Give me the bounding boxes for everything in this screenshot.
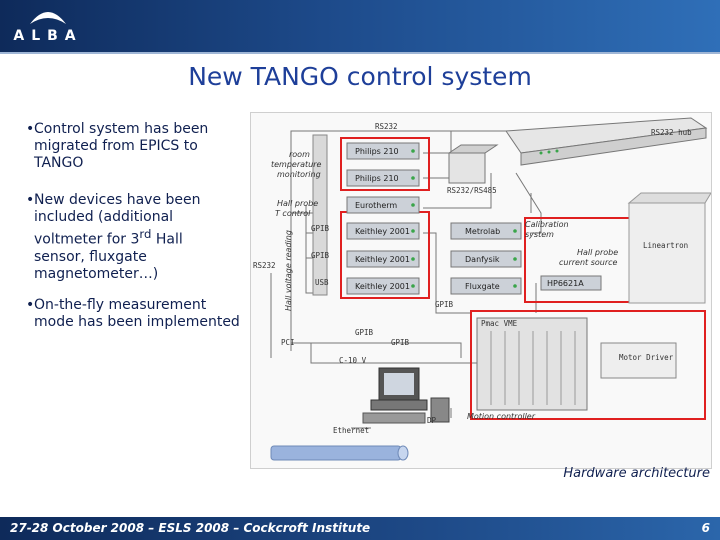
bus-label-gpib: GPIB: [311, 251, 330, 260]
logo-text: ALBA: [13, 28, 83, 44]
alba-logo-swoosh-icon: [30, 12, 66, 24]
bus-label-usb: USB: [315, 278, 329, 287]
device-label: Metrolab: [465, 227, 500, 236]
svg-text:Hall probe: Hall probe: [577, 248, 618, 257]
svg-text:T control: T control: [275, 209, 311, 218]
bullet-text: New devices have been included (addition…: [34, 192, 201, 282]
label-room-temperature: room temperature monitoring: [271, 150, 322, 179]
device-philips-1: Philips 210: [346, 142, 420, 160]
label-hall-probe-current: Hall probe current source: [559, 248, 618, 267]
device-metrolab: Metrolab: [450, 222, 522, 240]
device-label: Fluxgate: [465, 282, 500, 291]
device-keithley-1: Keithley 2001: [346, 222, 420, 240]
alba-logo: ALBA: [8, 4, 88, 48]
device-label: Motor Driver: [619, 353, 674, 362]
device-keithley-3: Keithley 2001: [346, 277, 420, 295]
device-fluxgate: Fluxgate: [450, 277, 522, 295]
device-label: RS232 hub: [651, 128, 692, 137]
bullet-on-the-fly: • On-the-fly measurement mode has been i…: [26, 297, 241, 331]
device-motor-driver: Motor Driver: [600, 342, 677, 379]
footer-bar: 27-28 October 2008 – ESLS 2008 – Cockcro…: [0, 517, 720, 540]
page-number: 6: [701, 521, 710, 535]
device-rs232-hub: RS232 hub: [505, 117, 708, 166]
bus-label-rs232: RS232: [375, 122, 398, 131]
hardware-architecture-diagram: Philips 210 Philips 210 Eurotherm Keithl…: [250, 112, 712, 469]
device-label: HP6621A: [547, 279, 584, 288]
bullet-new-devices: • New devices have been included (additi…: [26, 192, 236, 283]
label-calibration-system: Calibration system: [525, 220, 569, 239]
device-philips-2: Philips 210: [346, 169, 420, 187]
bus-label-rs485: RS232/RS485: [447, 186, 497, 195]
device-lineartron: Lineartron: [627, 192, 712, 304]
label-motion-controller: Motion controller: [467, 412, 536, 421]
device-keithley-2: Keithley 2001: [346, 250, 420, 268]
device-label: Philips 210: [355, 174, 399, 183]
svg-text:Hall probe: Hall probe: [277, 199, 318, 208]
bus-label-ethernet: Ethernet: [333, 426, 369, 435]
cable-lines: [270, 130, 591, 429]
footer-text: 27-28 October 2008 – ESLS 2008 – Cockcro…: [10, 521, 371, 535]
device-eurotherm: Eurotherm: [346, 196, 420, 214]
bus-label-gpib: GPIB: [391, 338, 410, 347]
bullet-marker: •: [26, 192, 35, 208]
svg-text:temperature: temperature: [271, 160, 322, 169]
device-label: Lineartron: [643, 241, 688, 250]
highlight-philips: [340, 137, 430, 191]
bullet-migration: • Control system has been migrated from …: [26, 121, 241, 172]
bullet-text: On-the-fly measurement mode has been imp…: [34, 297, 240, 330]
svg-text:system: system: [525, 230, 554, 239]
device-label: Keithley 2001: [355, 255, 410, 264]
device-label: Keithley 2001: [355, 282, 410, 291]
device-label: Philips 210: [355, 147, 399, 156]
bus-label-gpib: GPIB: [311, 224, 330, 233]
device-label: Pmac VME: [481, 319, 518, 328]
bus-label-pci: PCI: [281, 338, 295, 347]
svg-text:Calibration: Calibration: [525, 220, 569, 229]
ethernet-network: [270, 445, 409, 461]
device-rs485-converter: [447, 144, 499, 184]
rack-frame: [312, 134, 328, 296]
svg-text:monitoring: monitoring: [277, 170, 321, 179]
device-label: Eurotherm: [355, 201, 397, 210]
slide-title: New TANGO control system: [188, 62, 532, 91]
bullet-marker: •: [26, 297, 35, 313]
header-divider: [0, 52, 720, 54]
bullet-marker: •: [26, 121, 35, 137]
label-hall-probe-t: Hall probe T control: [275, 199, 318, 218]
device-label: Danfysik: [465, 255, 500, 264]
device-pmac-vme: Pmac VME: [476, 317, 588, 411]
svg-text:room: room: [289, 150, 310, 159]
device-hp-current-source: HP6621A: [540, 275, 602, 291]
header-bar: [0, 0, 720, 52]
device-danfysik: Danfysik: [450, 250, 522, 268]
bus-label-rs232-left: RS232: [253, 261, 276, 270]
diagram-caption: Hardware architecture: [563, 466, 710, 481]
svg-text:current source: current source: [559, 258, 618, 267]
architecture-svg: Philips 210 Philips 210 Eurotherm Keithl…: [253, 117, 712, 461]
bullet-text: Control system has been migrated from EP…: [34, 121, 209, 171]
bus-label-c10v: C-10 V: [339, 356, 367, 365]
device-label: Keithley 2001: [355, 227, 410, 236]
bus-label-dp: DP: [427, 416, 437, 425]
bus-label-gpib: GPIB: [355, 328, 374, 337]
label-hall-voltage-reading: Hall voltage reading: [284, 230, 293, 311]
bus-label-gpib: GPIB: [435, 300, 454, 309]
control-computer: [362, 367, 450, 424]
highlight-motion: [470, 310, 706, 420]
